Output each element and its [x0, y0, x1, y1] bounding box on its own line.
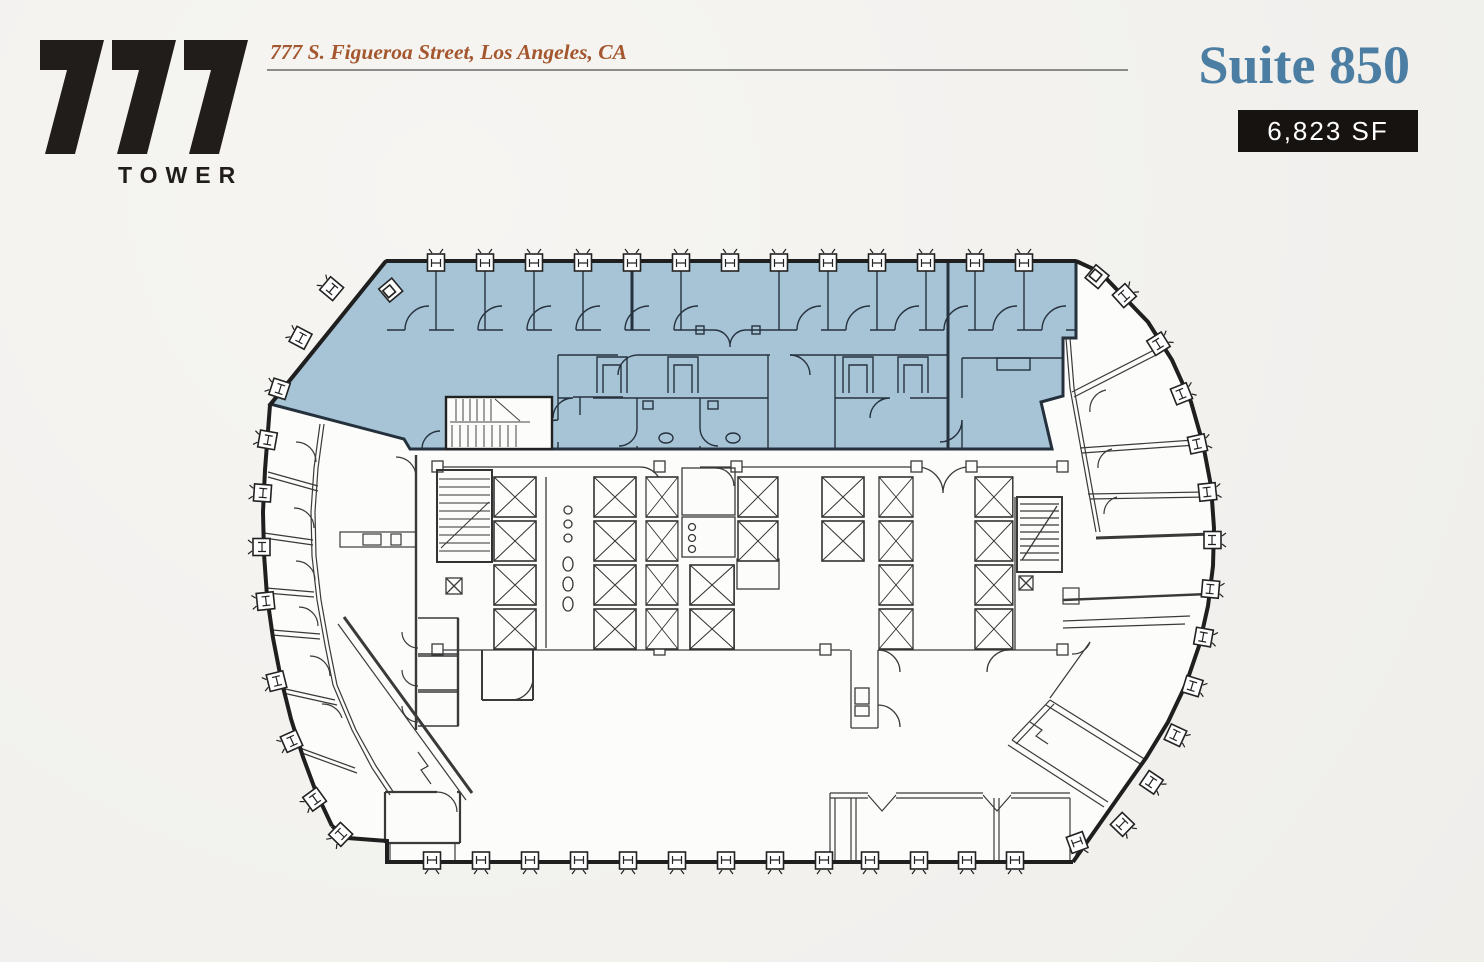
area-badge: 6,823 SF [1238, 110, 1418, 152]
bottom-rooms [829, 792, 1071, 862]
suite-title: Suite 850 [1198, 35, 1410, 95]
corner-column-markers [377, 263, 1111, 304]
suite-stairwell [444, 395, 554, 451]
logo-777-digits [40, 40, 248, 154]
window-mullions [247, 248, 1227, 875]
left-wing-offices [263, 423, 474, 862]
logo-777 [40, 40, 248, 154]
header-divider [267, 69, 1128, 71]
elevator-core [431, 460, 1069, 729]
core-stairwell-left [436, 469, 493, 563]
logo-tower-label: TOWER [118, 162, 244, 188]
right-wing-offices [1007, 337, 1213, 808]
building-address: 777 S. Figueroa Street, Los Angeles, CA [270, 40, 627, 64]
